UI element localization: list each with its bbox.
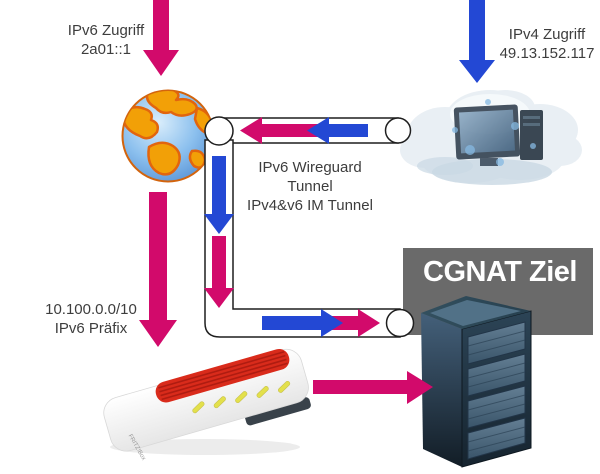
prefix-label: 10.100.0.0/10 IPv6 Präfix [21, 300, 161, 338]
arrow-prefix-to-router [139, 192, 177, 347]
internet-globe-icon [121, 89, 215, 183]
arrow-tunnel-top-ipv6 [240, 117, 332, 144]
ipv4-access-line2: 49.13.152.117 [499, 45, 595, 62]
ipv6-access-label: IPv6 Zugriff 2a01::1 [36, 21, 176, 59]
prefix-line2: IPv6 Präfix [54, 320, 128, 337]
arrow-tunnel-bottom-ipv4 [262, 309, 343, 337]
cgnat-target-title: CGNAT Ziel [423, 256, 577, 288]
tunnel-port-server [385, 308, 415, 338]
tunnel-port-globe [204, 116, 234, 146]
arrow-tunnel-top-ipv4 [307, 117, 368, 144]
router-led-strip [192, 380, 291, 414]
arrow-tunnel-bottom-ipv6 [322, 309, 380, 337]
tunnel-port-cloud [384, 117, 412, 144]
tunnel-line3: IPv4&v6 IM Tunnel [247, 197, 373, 214]
arrow-tunnel-vertical-ipv6 [204, 236, 234, 308]
tunnel-pipes [204, 116, 415, 338]
arrow-tunnel-vertical-ipv4 [204, 156, 234, 234]
tunnel-line2: Tunnel [287, 178, 333, 195]
cloud-computer-icon [453, 104, 543, 166]
arrow-router-to-server [313, 371, 433, 404]
ipv6-access-line2: 2a01::1 [80, 41, 132, 58]
ipv4-access-label: IPv4 Zugriff 49.13.152.117 [477, 25, 600, 63]
cloud-server-icon [400, 90, 582, 185]
tunnel-line1: IPv6 Wireguard [258, 159, 362, 176]
fritzbox-router-icon: FRITZ!Box [103, 348, 311, 462]
arrow-ipv4-zugriff [459, 0, 495, 83]
ipv6-access-line1: IPv6 Zugriff [67, 22, 145, 39]
prefix-line1: 10.100.0.0/10 [45, 301, 137, 318]
tunnel-label: IPv6 Wireguard Tunnel IPv4&v6 IM Tunnel [230, 158, 390, 215]
ipv4-access-line1: IPv4 Zugriff [508, 26, 586, 43]
cgnat-server-icon [421, 296, 532, 468]
arrow-ipv6-zugriff [143, 0, 179, 76]
